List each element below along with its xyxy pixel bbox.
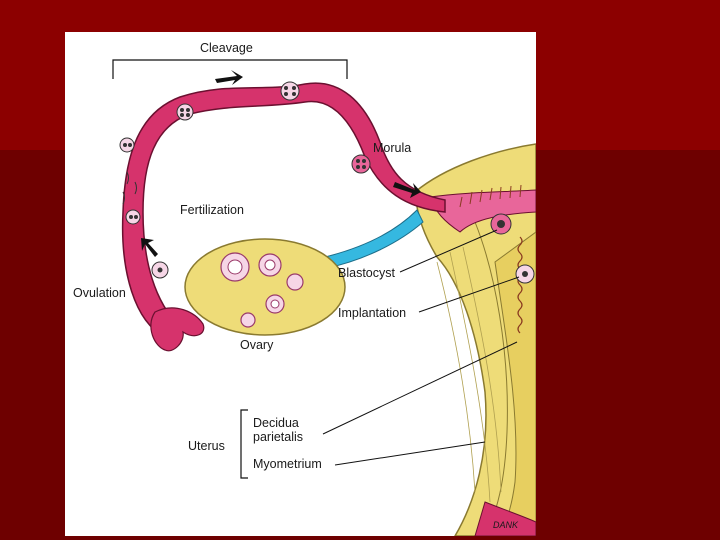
ovary (185, 239, 345, 335)
label-blastocyst: Blastocyst (338, 266, 395, 280)
label-fertilization: Fertilization (180, 203, 244, 217)
label-morula: Morula (373, 141, 411, 155)
artist-signature: DANK (493, 520, 519, 530)
label-uterus: Uterus (188, 439, 225, 453)
fertilization-diagram: Cleavage Morula Fertilization Ovulation … (65, 32, 536, 536)
label-cleavage: Cleavage (200, 41, 253, 55)
label-implantation: Implantation (338, 306, 406, 320)
ovarian-ligament (325, 210, 423, 268)
label-ovulation: Ovulation (73, 286, 126, 300)
label-parietalis: parietalis (253, 430, 303, 444)
label-myometrium: Myometrium (253, 457, 322, 471)
label-ovary: Ovary (240, 338, 274, 352)
cleavage-bracket (113, 60, 347, 79)
uterus-bracket (241, 410, 248, 478)
fimbriae (151, 308, 204, 351)
label-decidua: Decidua (253, 416, 299, 430)
